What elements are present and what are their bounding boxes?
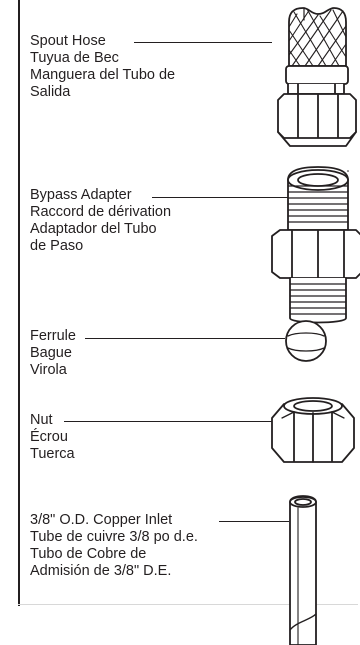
- copper-inlet-label-fr: Tube de cuivre 3/8 po d.e.: [30, 529, 198, 545]
- nut-label-es: Tuerca: [30, 446, 75, 462]
- ferrule-label-es: Virola: [30, 362, 67, 378]
- ferrule-illustration: [285, 320, 327, 362]
- bypass-adapter-label-fr: Raccord de dérivation: [30, 204, 172, 220]
- copper-inlet-label: 3/8" O.D. Copper Inlet Tube de cuivre 3/…: [30, 512, 245, 580]
- spout-hose-label: Spout Hose Tuyua de Bec Manguera del Tub…: [30, 33, 245, 101]
- spout-hose-illustration: [277, 7, 357, 147]
- copper-inlet-label-en: 3/8" O.D. Copper Inlet: [30, 512, 173, 528]
- nut-leader: [64, 421, 274, 422]
- frame-left-rule: [18, 0, 20, 606]
- bypass-adapter-label-es-1: Adaptador del Tubo: [30, 221, 157, 237]
- copper-inlet-illustration: [289, 495, 317, 645]
- nut-label: Nut Écrou Tuerca: [30, 412, 245, 463]
- copper-inlet-label-es-1: Tubo de Cobre de: [30, 546, 147, 562]
- bypass-adapter-label-es-2: de Paso: [30, 238, 84, 254]
- bypass-adapter-label-en: Bypass Adapter: [30, 187, 132, 203]
- ferrule-label-en: Ferrule: [30, 328, 76, 344]
- bypass-adapter-leader: [152, 197, 290, 198]
- spout-hose-label-en: Spout Hose: [30, 33, 106, 49]
- nut-illustration: [271, 397, 355, 463]
- spout-hose-label-es-2: Salida: [30, 84, 71, 100]
- spout-hose-label-fr: Tuyua de Bec: [30, 50, 119, 66]
- spout-hose-label-es-1: Manguera del Tubo de: [30, 67, 176, 83]
- frame-bottom-rule: [18, 604, 358, 605]
- bypass-adapter-illustration: [271, 166, 360, 324]
- ferrule-leader: [85, 338, 285, 339]
- copper-inlet-label-es-2: Admisión de 3/8" D.E.: [30, 563, 172, 579]
- copper-inlet-leader: [219, 521, 289, 522]
- nut-label-fr: Écrou: [30, 429, 68, 445]
- ferrule-label: Ferrule Bague Virola: [30, 328, 245, 379]
- nut-label-en: Nut: [30, 412, 53, 428]
- bypass-adapter-label: Bypass Adapter Raccord de dérivation Ada…: [30, 187, 245, 255]
- stray-mark: [347, 170, 349, 172]
- spout-hose-leader: [134, 42, 272, 43]
- ferrule-label-fr: Bague: [30, 345, 72, 361]
